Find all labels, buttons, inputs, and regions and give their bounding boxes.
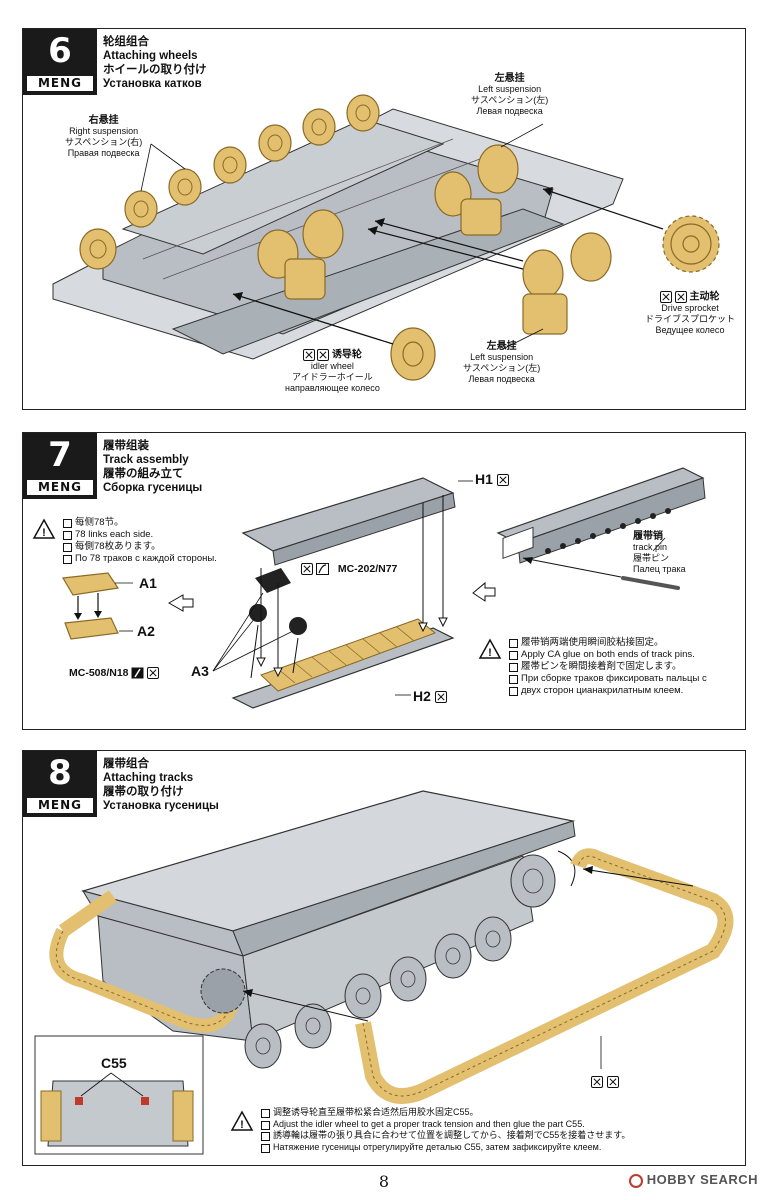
title-cn: 履带组装	[103, 440, 149, 452]
no-glue-icon	[675, 291, 687, 303]
no-glue-icon	[317, 349, 330, 361]
part-a3: A3	[191, 663, 209, 679]
track-icons	[591, 1073, 620, 1091]
label-drive-sprocket: 主动轮 Drive sprocket ドライブスプロケット Ведущее ко…	[645, 291, 736, 335]
label-idler-wheel: 诱导轮 idler wheel アイドラーホイール направляющее к…	[285, 349, 380, 393]
page-number: 8	[378, 1172, 390, 1191]
title-ru: Сборка гусеницы	[103, 482, 203, 494]
svg-text:!: !	[42, 527, 46, 539]
step-number: 8	[48, 753, 72, 793]
title-en: Track assembly	[103, 454, 189, 466]
ratchet-icon	[660, 291, 673, 303]
step-number-box: 8 MENG	[23, 751, 97, 817]
svg-text:!: !	[240, 1119, 244, 1131]
ratchet-icon	[607, 1075, 620, 1088]
part-a1: A1	[139, 575, 157, 591]
step-number: 7	[48, 435, 72, 475]
step-title: 履带组合 Attaching tracks 履帯の取り付け Установка …	[103, 757, 219, 813]
title-ru: Установка катков	[103, 78, 202, 90]
tool-mc-508: MC-508/N18	[69, 667, 160, 680]
step-7-panel: 7 MENG 履带组装 Track assembly 履帯の組み立て Сборк…	[22, 432, 746, 730]
step-number-box: 6 MENG	[23, 29, 97, 95]
glue-bottle-icon	[131, 667, 144, 679]
tool-mc-202: MC-202/N77	[301, 563, 397, 576]
title-cn: 轮组组合	[103, 36, 149, 48]
links-note: 每侧78节。 78 links each side. 每側78枚あります。 По…	[63, 517, 217, 565]
no-glue-icon	[301, 563, 313, 576]
warning-icon: !	[478, 638, 502, 659]
track-assembly-drawing	[62, 467, 706, 709]
part-a2: A2	[137, 623, 155, 639]
step-number: 6	[48, 31, 72, 71]
tension-note: 调整诱导轮直至履带松紧合适然后用胶水固定C55。 Adjust the idle…	[261, 1107, 630, 1153]
title-jp: 履帯の組み立て	[103, 468, 184, 480]
hull-wheels-drawing	[52, 94, 720, 381]
glue-note: 履带销两端使用瞬间胶粘接固定。 Apply CA glue on both en…	[509, 637, 707, 697]
ratchet-icon	[302, 349, 315, 361]
title-cn: 履带组合	[103, 758, 149, 770]
part-c55: C55	[101, 1055, 127, 1071]
title-en: Attaching wheels	[103, 50, 198, 62]
watermark-logo-icon	[628, 1173, 643, 1188]
label-left-suspension-bottom: 左悬挂 Left suspension サスペンション(左) Левая под…	[463, 341, 541, 384]
title-jp: ホイールの取り付け	[103, 64, 207, 76]
step-number-box: 7 MENG	[23, 433, 97, 499]
meng-logo: MENG	[27, 798, 93, 813]
meng-logo: MENG	[27, 76, 93, 91]
label-track-pin: 履带销 track pin 履帯ピン Палец трака	[633, 531, 686, 574]
title-en: Attaching tracks	[103, 772, 194, 784]
no-glue-icon	[496, 474, 509, 487]
svg-text:!: !	[488, 647, 492, 659]
no-glue-icon	[147, 667, 160, 680]
title-jp: 履帯の取り付け	[103, 786, 184, 798]
title-ru: Установка гусеницы	[103, 800, 219, 812]
step-8-panel: 8 MENG 履带组合 Attaching tracks 履帯の取り付け Уст…	[22, 750, 746, 1166]
no-glue-icon	[434, 691, 447, 704]
meng-logo: MENG	[27, 480, 93, 495]
label-right-suspension: 右悬挂 Right suspension サスペンション(右) Правая п…	[65, 115, 143, 158]
cutter-icon	[315, 563, 329, 576]
step-title: 履带组装 Track assembly 履帯の組み立て Сборка гусен…	[103, 439, 202, 495]
warning-icon: !	[32, 518, 56, 539]
no-glue-icon	[591, 1075, 603, 1088]
warning-icon: !	[230, 1110, 254, 1131]
part-h1: H1	[475, 471, 509, 487]
tracks-drawing	[34, 790, 734, 1155]
part-h2: H2	[413, 688, 447, 704]
step-title: 轮组组合 Attaching wheels ホイールの取り付け Установк…	[103, 35, 207, 91]
label-left-suspension-top: 左悬挂 Left suspension サスペンション(左) Левая под…	[471, 73, 549, 116]
watermark: HOBBY SEARCH	[628, 1172, 758, 1188]
step-6-panel: 6 MENG 轮组组合 Attaching wheels ホイールの取り付け У…	[22, 28, 746, 410]
